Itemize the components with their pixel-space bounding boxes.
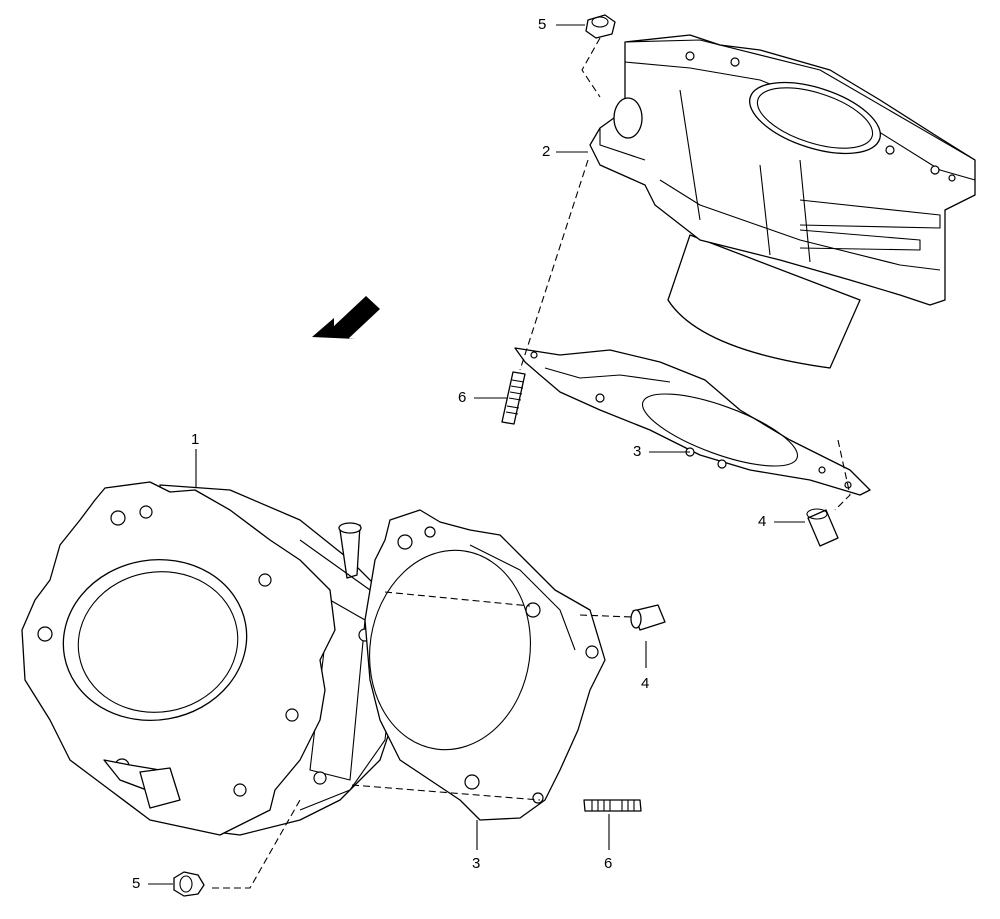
front-cap-nut	[585, 14, 616, 39]
fwd-direction-arrow	[312, 296, 380, 339]
front-cylinder-block	[589, 34, 976, 369]
callout-label-nut-rear: 5	[132, 875, 141, 892]
rear-base-gasket	[364, 509, 606, 821]
callout-label-cylinder-top: 2	[542, 143, 551, 160]
rear-dowel-pin	[630, 604, 666, 631]
alignment-lines	[212, 37, 851, 889]
rear-cylinder-block	[21, 481, 406, 836]
callout-label-cylinder-rear: 1	[191, 431, 200, 448]
callout-label-stud-top: 6	[458, 389, 467, 406]
front-base-gasket	[514, 347, 871, 496]
callout-label-nut-top: 5	[538, 16, 547, 33]
front-stud-bolt	[501, 371, 526, 425]
front-dowel-pin	[806, 508, 839, 547]
callout-label-dowel-top: 4	[758, 513, 767, 530]
rear-cap-nut	[173, 871, 205, 897]
rear-stud-bolt	[583, 799, 642, 812]
callout-label-stud-rear: 6	[604, 855, 613, 872]
callout-label-gasket-top: 3	[633, 443, 642, 460]
leader-lines	[148, 24, 805, 885]
callout-label-gasket-rear: 3	[472, 855, 481, 872]
callout-label-dowel-rear: 4	[641, 675, 650, 692]
